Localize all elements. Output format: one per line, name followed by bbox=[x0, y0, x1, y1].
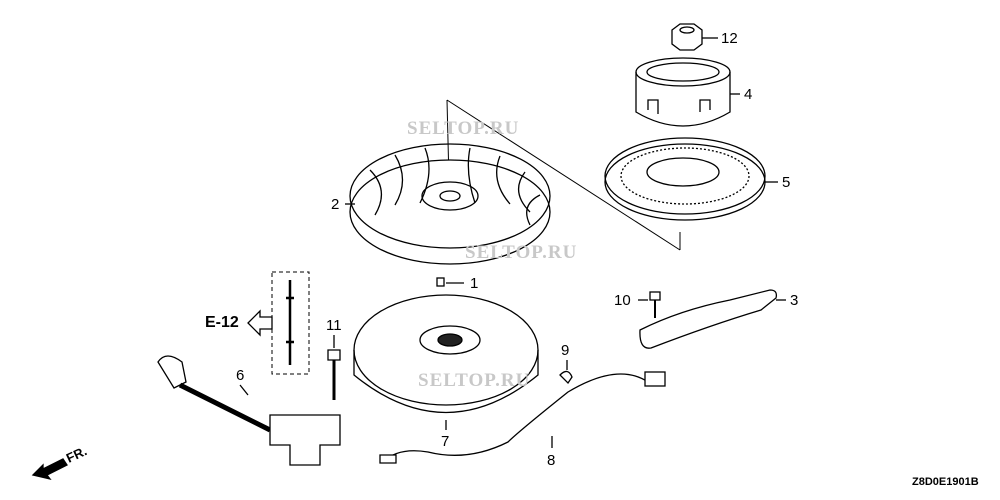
nut-part-12 bbox=[671, 23, 703, 51]
stop-switch-wire-part-8 bbox=[379, 371, 666, 464]
callout-6: 6 bbox=[236, 367, 245, 384]
watermark: SELTOP.RU bbox=[418, 370, 531, 391]
screw-part-10 bbox=[649, 291, 661, 318]
callout-1: 1 bbox=[470, 275, 479, 292]
key-part-1 bbox=[436, 277, 445, 287]
callout-8: 8 bbox=[547, 452, 556, 469]
callout-2: 2 bbox=[331, 196, 340, 213]
bolt-part-11 bbox=[327, 349, 341, 400]
flywheel-part-7 bbox=[353, 294, 539, 413]
callout-4: 4 bbox=[744, 86, 753, 103]
clip-part-9 bbox=[559, 370, 573, 385]
starter-pulley-part-4 bbox=[635, 57, 731, 127]
front-arrow-icon bbox=[31, 458, 68, 481]
watermark: SELTOP.RU bbox=[407, 118, 520, 139]
callout-9: 9 bbox=[561, 342, 570, 359]
callout-7: 7 bbox=[441, 433, 450, 450]
starter-arm-part-3 bbox=[639, 289, 778, 349]
callout-5: 5 bbox=[782, 174, 791, 191]
callout-3: 3 bbox=[790, 292, 799, 309]
ignition-coil-part-6 bbox=[157, 355, 341, 466]
callout-12: 12 bbox=[721, 30, 738, 47]
drawing-code: Z8D0E1901B bbox=[912, 476, 979, 488]
cooling-fan-part-2 bbox=[349, 143, 551, 265]
reference-e12[interactable]: E-12 bbox=[205, 314, 239, 331]
callout-10: 10 bbox=[614, 292, 631, 309]
watermark: SELTOP.RU bbox=[465, 242, 578, 263]
reference-arrow-icon bbox=[247, 309, 273, 337]
callout-11: 11 bbox=[326, 317, 342, 334]
starter-ring-part-5 bbox=[604, 137, 766, 221]
